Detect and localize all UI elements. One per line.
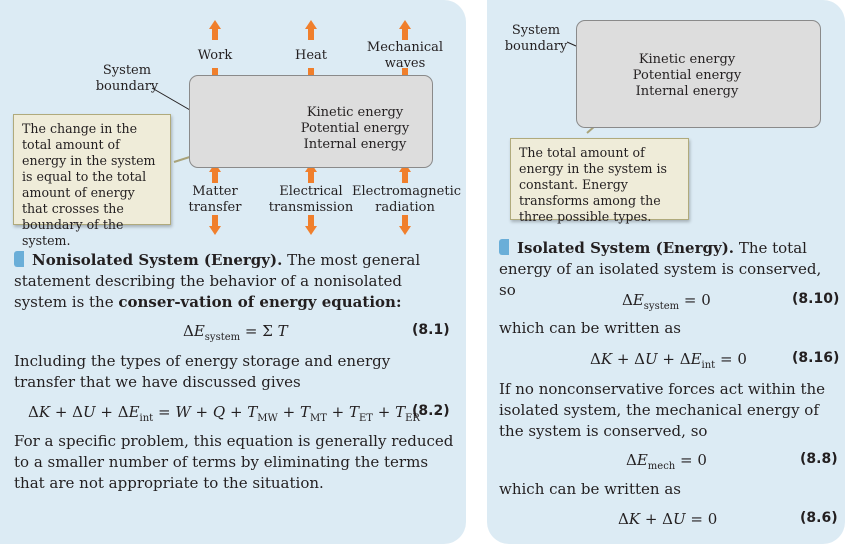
work-arrow-top (209, 20, 221, 40)
potential-energy-label: Potential energy (300, 121, 410, 136)
equation-8-6: ΔK + ΔU = 0 (618, 510, 718, 528)
nonisolated-paragraph: Nonisolated System (Energy). The most ge… (14, 250, 456, 313)
isolated-system-box: Kinetic energy Potential energy Internal… (576, 20, 821, 128)
kinetic-energy-label-right: Kinetic energy (638, 52, 736, 67)
isolated-note: The total amount of energy in the system… (510, 138, 689, 224)
potential-energy-label-right: Potential energy (632, 68, 742, 83)
equation-8-1-number: (8.1) (412, 322, 450, 338)
isolated-panel: System boundary Kinetic energy Potential… (487, 0, 845, 544)
equation-8-6-number: (8.6) (800, 510, 838, 526)
para3: For a specific problem, this equation is… (14, 432, 454, 492)
isolated-paragraph: Isolated System (Energy). The total ener… (499, 238, 835, 301)
internal-energy-label: Internal energy (303, 137, 407, 152)
para2: Including the types of energy storage an… (14, 352, 391, 391)
system-boundary-box: Kinetic energy Potential energy Internal… (189, 75, 433, 168)
electrical-arrow-bottom (305, 215, 317, 235)
isolated-para2: which can be written as (499, 319, 681, 337)
equation-8-1: ΔEsystem = Σ T (183, 322, 288, 343)
equation-8-16-number: (8.16) (792, 350, 840, 366)
nonisolated-panel: Work Heat Mechanical waves System bounda… (0, 0, 466, 544)
waves-arrow-top (399, 20, 411, 40)
system-boundary-label: System boundary (95, 63, 159, 94)
equation-8-2: ΔK + ΔU + ΔEint = W + Q + TMW + TMT + TE… (28, 403, 420, 424)
matter-arrow-bottom (209, 215, 221, 235)
isolated-para1: The total energy of an isolated system i… (499, 239, 822, 299)
kinetic-energy-label: Kinetic energy (306, 105, 404, 120)
matter-transfer-label: Matter transfer (188, 184, 242, 215)
electrical-transmission-label: Electrical transmission (268, 184, 354, 215)
internal-energy-label-right: Internal energy (635, 84, 739, 99)
equation-8-10: ΔEsystem = 0 (622, 291, 711, 312)
heading-marker-right (499, 239, 509, 255)
equation-8-10-number: (8.10) (792, 291, 840, 307)
nonisolated-heading: Nonisolated System (Energy). (32, 251, 283, 269)
radiation-arrow-bottom (399, 215, 411, 235)
heat-arrow-top (305, 20, 317, 40)
electromagnetic-radiation-label: Electromagnetic radiation (352, 184, 462, 215)
para1-text: The most general statement describing th… (14, 251, 421, 311)
mechanical-waves-label: Mechanical waves (366, 40, 444, 71)
heat-label: Heat (294, 48, 327, 63)
isolated-para3: If no nonconservative forces act within … (499, 380, 826, 440)
equation-8-8: ΔEmech = 0 (626, 451, 707, 472)
work-label: Work (197, 48, 233, 63)
system-boundary-label-right: System boundary (504, 23, 568, 54)
equation-8-8-number: (8.8) (800, 451, 838, 467)
equation-8-16: ΔK + ΔU + ΔEint = 0 (590, 350, 747, 371)
isolated-para4: which can be written as (499, 480, 681, 498)
nonisolated-note: The change in the total amount of energy… (13, 114, 171, 248)
isolated-heading: Isolated System (Energy). (517, 239, 735, 257)
para1-bold: conser-vation of energy equation: (118, 293, 402, 311)
heading-marker (14, 251, 24, 267)
equation-8-2-number: (8.2) (412, 403, 450, 419)
